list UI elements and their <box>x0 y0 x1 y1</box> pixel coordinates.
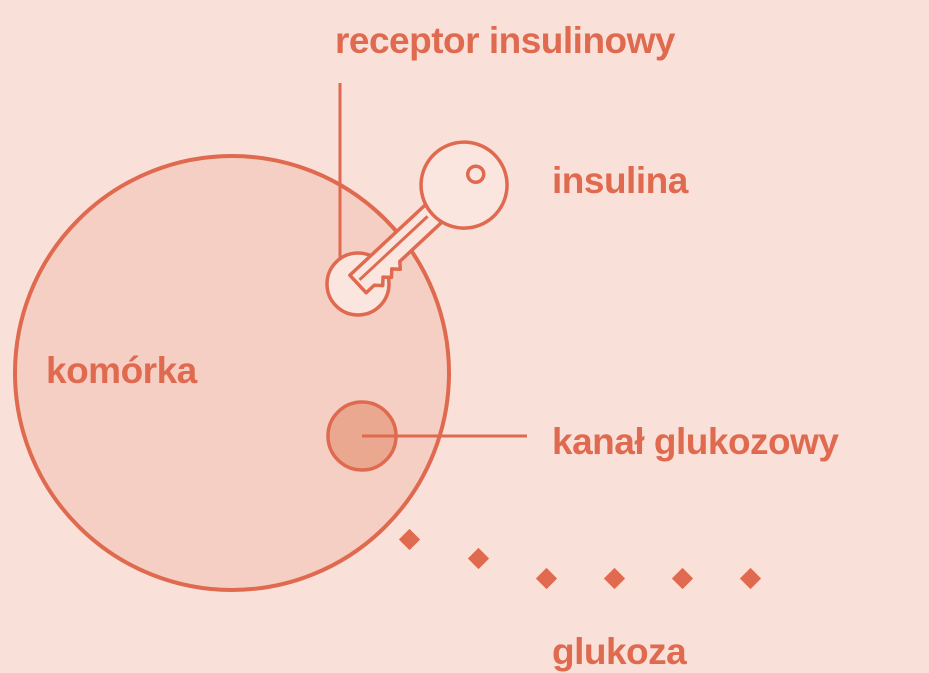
glucose-molecules <box>399 529 761 589</box>
diamond-icon <box>536 568 557 589</box>
diamond-icon <box>604 568 625 589</box>
diamond-icon <box>468 548 489 569</box>
diamond-icon <box>740 568 761 589</box>
glucose-label: glukoza <box>552 633 686 670</box>
diamond-icon <box>399 529 420 550</box>
glucose-channel-label: kanał glukozowy <box>552 423 839 460</box>
diamond-icon <box>672 568 693 589</box>
cell-label: komórka <box>46 352 197 389</box>
receptor-label: receptor insulinowy <box>335 22 675 59</box>
insulin-label: insulina <box>552 162 688 199</box>
